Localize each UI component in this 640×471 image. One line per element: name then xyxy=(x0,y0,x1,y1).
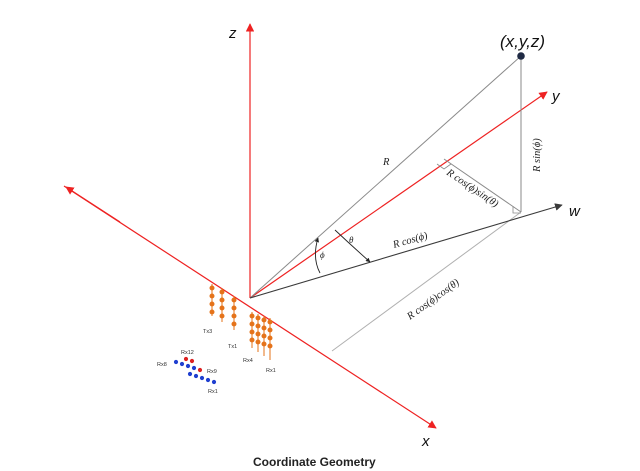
phi-label: ϕ xyxy=(320,250,325,260)
r-cos-phi-sin-theta-label: R cos(ϕ)sin(θ) xyxy=(443,167,500,210)
right-angle-marker-top xyxy=(512,206,521,214)
w-axis-label: w xyxy=(569,203,581,220)
z-axis-label: z xyxy=(228,25,237,42)
y-axis xyxy=(249,91,548,299)
tx-antenna-array xyxy=(209,284,237,330)
x-axis xyxy=(63,185,437,429)
tx3-label: Tx3 xyxy=(203,329,212,335)
rx4-label: Rx4 xyxy=(243,358,253,364)
radius-line xyxy=(249,55,522,299)
x-axis-negative-arrow xyxy=(65,186,121,223)
tx1-label: Tx1 xyxy=(228,344,237,350)
y-axis-label: y xyxy=(551,88,561,105)
rx1-linear-label: Rx1 xyxy=(208,389,218,395)
phi-arc xyxy=(314,237,321,274)
rx8-label: Rx8 xyxy=(157,362,167,368)
theta-arc xyxy=(334,229,371,263)
rx9-label: Rx9 xyxy=(207,369,217,375)
right-angle-marker-ypoint xyxy=(436,163,452,170)
projection-to-x-line xyxy=(331,211,522,352)
projection-to-y-line xyxy=(443,158,522,213)
r-label: R xyxy=(382,157,390,168)
rx12-label: Rx12 xyxy=(181,350,194,356)
w-axis xyxy=(249,203,563,299)
point-xyz-label: (x,y,z) xyxy=(500,32,545,51)
theta-label: θ xyxy=(349,235,354,245)
x-axis-label: x xyxy=(421,433,430,450)
figure-caption: Coordinate Geometry xyxy=(253,455,376,469)
point-xyz xyxy=(517,52,525,60)
rx-vertical-antenna-array xyxy=(249,312,273,360)
rx1-vertical-label: Rx1 xyxy=(266,368,276,374)
r-cos-phi-cos-theta-label: R cos(ϕ)cos(θ) xyxy=(404,277,462,323)
r-sin-phi-label: R sin(ϕ) xyxy=(532,138,543,173)
rx-linear-antenna-array xyxy=(173,356,217,385)
r-cos-phi-label: R cos(ϕ) xyxy=(391,230,430,251)
